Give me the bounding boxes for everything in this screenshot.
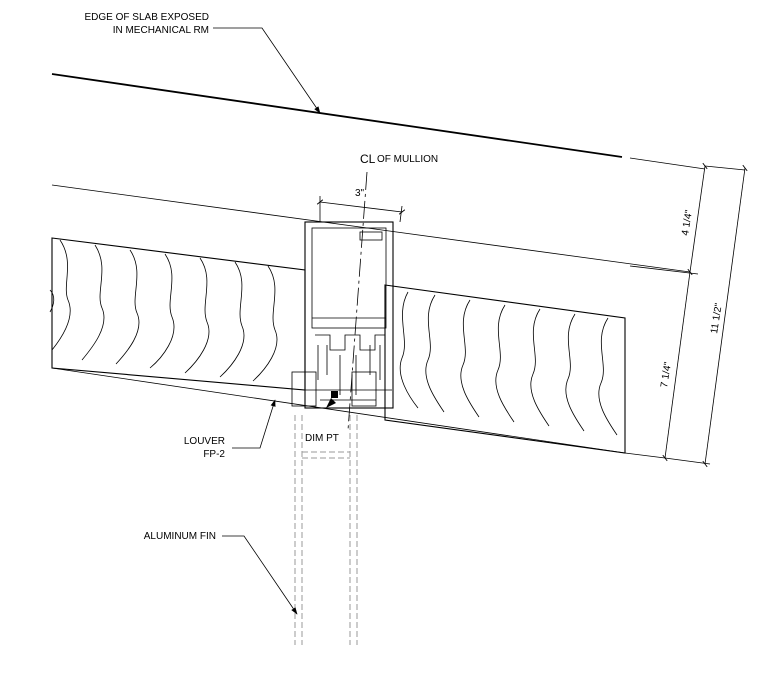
- mullion-width-label: 3": [355, 188, 365, 199]
- edge-of-slab-label-line1: EDGE OF SLAB EXPOSED: [85, 12, 209, 23]
- mullion: [291, 221, 394, 409]
- of-mullion-label: OF MULLION: [377, 154, 438, 165]
- louver-blades-left: [49, 239, 278, 382]
- edge-of-slab-label-line2: IN MECHANICAL RM: [113, 25, 209, 36]
- top-depth-label: 4 1/4": [680, 209, 695, 237]
- slab-face-lines: [51, 184, 691, 459]
- mullion-centerline: [347, 171, 368, 431]
- leader-lines: [213, 27, 321, 615]
- louver-label-line1: LOUVER: [184, 436, 225, 447]
- louver-right: [384, 284, 626, 454]
- bottom-depth-label: 7 1/4": [659, 361, 674, 389]
- centerline-symbol: CL: [360, 152, 376, 166]
- aluminum-fin-label: ALUMINUM FIN: [144, 531, 216, 542]
- depth-dimensions: [629, 162, 748, 468]
- dim-pt-label: DIM PT: [305, 433, 339, 444]
- overall-depth-label: 11 1/2": [709, 302, 725, 334]
- aluminum-fin: [294, 415, 358, 645]
- louver-blades-right: [399, 291, 618, 436]
- louver-label-line2: FP-2: [203, 449, 225, 460]
- mullion-width-dimension: [316, 196, 406, 223]
- louver-left: [49, 237, 306, 391]
